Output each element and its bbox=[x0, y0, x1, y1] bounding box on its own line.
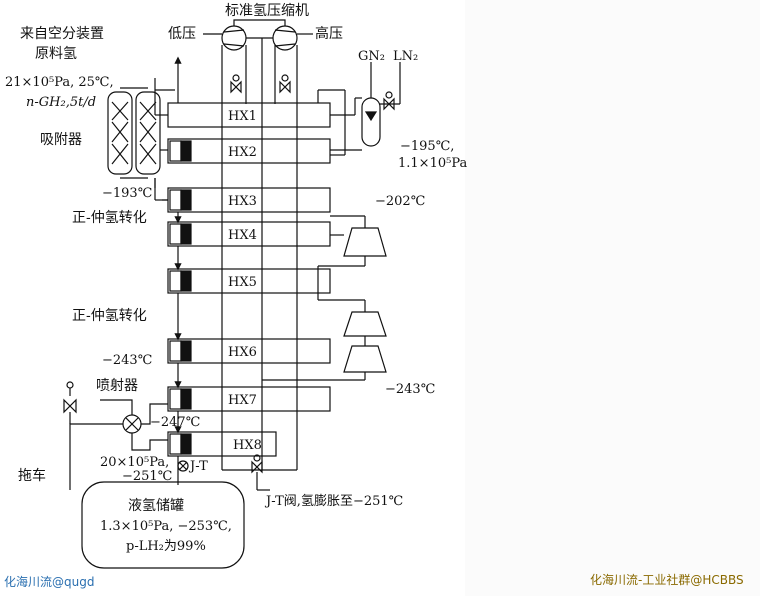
converter-blocks bbox=[169, 140, 192, 455]
valve-2 bbox=[279, 74, 291, 94]
diagram-title: 标准氢压缩机 bbox=[225, 3, 309, 19]
hx-label-3: HX3 bbox=[228, 194, 257, 209]
tank-title: 液氢储罐 bbox=[128, 498, 184, 514]
hx-label-4: HX4 bbox=[228, 228, 257, 243]
hx-label-2: HX2 bbox=[228, 145, 257, 160]
pressure-20-label: 20×10⁵Pa, bbox=[100, 455, 169, 470]
compressor-low-label: 低压 bbox=[168, 26, 196, 42]
turbine-3 bbox=[343, 345, 387, 373]
turbine-1 bbox=[343, 227, 387, 257]
background-strip bbox=[465, 0, 760, 596]
hx4-box bbox=[167, 221, 331, 247]
valve-1 bbox=[230, 74, 242, 94]
compressor-high-label: 高压 bbox=[315, 25, 343, 42]
temp-243-left-label: −243℃ bbox=[102, 353, 152, 368]
storage-tank bbox=[81, 481, 245, 569]
turbine-2 bbox=[343, 311, 387, 337]
temp-243-right-label: −243℃ bbox=[385, 382, 435, 397]
temp-247-label: −247℃ bbox=[150, 415, 200, 430]
jt-valve-expansion bbox=[251, 454, 263, 474]
temp-202-label: −202℃ bbox=[375, 194, 425, 209]
hx-label-5: HX5 bbox=[228, 275, 257, 290]
tank-purity: p-LH₂为99% bbox=[126, 539, 206, 554]
tank-condition: 1.3×10⁵Pa, −253℃, bbox=[100, 519, 232, 534]
ln2-separator bbox=[361, 97, 381, 147]
watermark-left: 化海川流@qugd bbox=[4, 574, 94, 589]
ortho-para-label-1: 正-仲氢转化 bbox=[72, 210, 147, 226]
ln2-valve bbox=[383, 91, 395, 111]
ln2-label: LN₂ bbox=[393, 49, 418, 64]
feed-condition-2: n-GH₂,5t/d bbox=[26, 95, 96, 110]
source-label-1: 来自空分装置 bbox=[20, 26, 104, 42]
temp-251-label: −251℃ bbox=[122, 469, 172, 484]
ejector-valve bbox=[63, 381, 77, 414]
ortho-para-label-2: 正-仲氢转化 bbox=[72, 308, 147, 324]
ln2-condition-1: −195℃, bbox=[400, 139, 454, 154]
hx6-box bbox=[167, 338, 331, 364]
feed-condition-1: 21×10⁵Pa, 25℃, bbox=[5, 75, 114, 90]
hx5-box bbox=[167, 268, 331, 294]
ln2-condition-2: 1.1×10⁵Pa bbox=[398, 156, 467, 171]
gn2-label: GN₂ bbox=[358, 49, 385, 64]
hx-label-8: HX8 bbox=[233, 438, 262, 453]
hx2-box bbox=[167, 138, 331, 164]
watermark-right: 化海川流-工业社群@HCBBS bbox=[590, 572, 744, 587]
jt-valve-note: J-T阀,氢膨胀至−251℃ bbox=[264, 494, 403, 509]
hx-label-7: HX7 bbox=[228, 393, 257, 408]
trailer-label: 拖车 bbox=[18, 467, 46, 484]
temp-193-label: −193℃ bbox=[102, 186, 152, 201]
ejector-label: 喷射器 bbox=[96, 378, 138, 394]
jt-label: J-T bbox=[188, 459, 208, 474]
hx-label-6: HX6 bbox=[228, 345, 257, 360]
adsorber-vessels bbox=[107, 87, 161, 179]
adsorber-label: 吸附器 bbox=[40, 132, 82, 148]
source-label-2: 原料氢 bbox=[35, 46, 77, 62]
hx7-box bbox=[167, 386, 331, 412]
hx-label-1: HX1 bbox=[228, 109, 257, 124]
jt-valve-main bbox=[177, 460, 189, 472]
